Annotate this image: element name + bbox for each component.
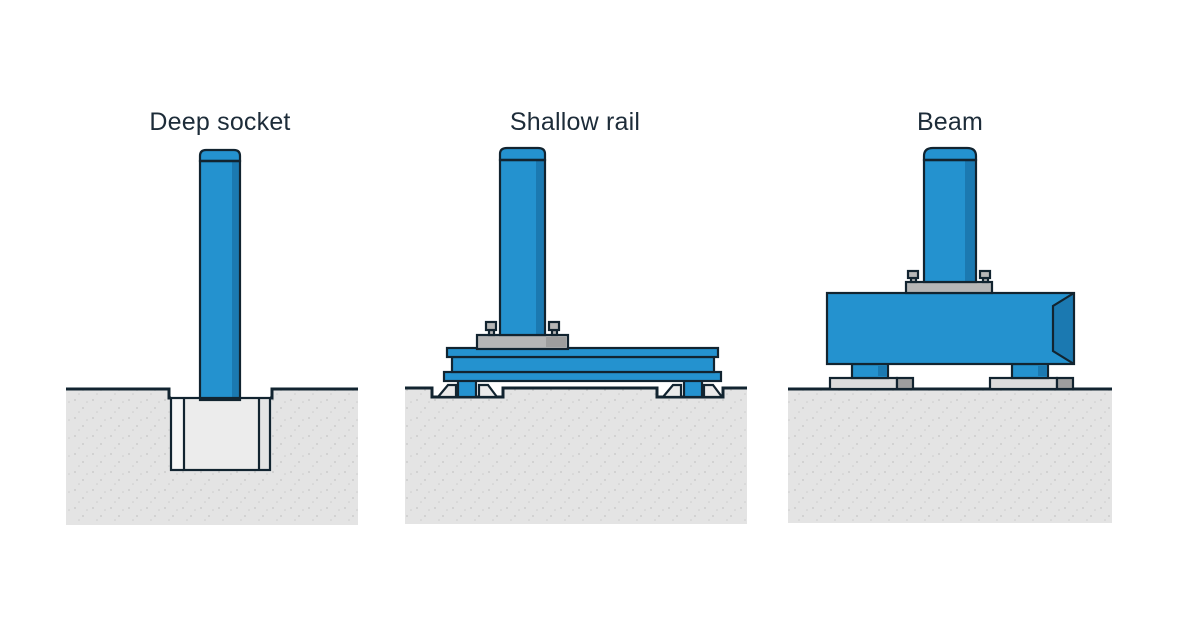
- beam-foot-left: [850, 362, 890, 380]
- anchor-bolt: [906, 269, 920, 284]
- rail-web: [450, 355, 716, 374]
- wedge-anchor: [477, 383, 500, 399]
- diagram-beam: [788, 146, 1112, 523]
- post-outline: [498, 158, 547, 337]
- rail-top-flange: [445, 346, 720, 359]
- diagram-title-deep-socket: Deep socket: [149, 108, 291, 136]
- socket-cavity: [184, 398, 259, 470]
- base-plate-shading: [546, 337, 566, 347]
- wedge-anchor: [660, 383, 683, 399]
- ground-surface-right: [270, 387, 358, 400]
- support-pad-left: [828, 376, 899, 391]
- spacer-block-left: [895, 376, 915, 391]
- spacer-block-right: [1055, 376, 1075, 391]
- wedge-anchor: [702, 383, 725, 399]
- base-plate: [904, 280, 994, 295]
- post-outline: [922, 158, 978, 284]
- anchor-bolt: [978, 269, 992, 284]
- post-shading: [536, 161, 544, 334]
- ground-texture: [788, 389, 1112, 523]
- ground-surface-left: [66, 387, 171, 400]
- support-pad-right: [988, 376, 1059, 391]
- post-cap: [498, 146, 547, 162]
- bollard-post: [922, 146, 978, 284]
- socket-sleeve-left-wall: [171, 398, 184, 470]
- beam-foot-right: [1010, 362, 1050, 380]
- bollard-post: [498, 146, 547, 337]
- bollard-post: [198, 148, 242, 402]
- anchor-bolt: [547, 320, 561, 337]
- post-cap: [198, 148, 242, 163]
- rail-bottom-flange: [442, 370, 723, 383]
- anchor-bolt: [484, 320, 498, 337]
- beam-end-edges: [1051, 292, 1075, 365]
- post-outline: [198, 159, 242, 402]
- ground-surface-contour: [405, 386, 747, 399]
- ground-texture: [405, 388, 747, 524]
- beam-body: [827, 293, 1074, 364]
- ground-texture: [66, 389, 358, 525]
- post-cap: [922, 146, 978, 162]
- diagram-title-shallow-rail: Shallow rail: [509, 108, 641, 136]
- socket-sleeve-outline: [169, 396, 272, 472]
- socket-sleeve-right-wall: [259, 398, 270, 470]
- diagram-shallow-rail: [405, 146, 747, 524]
- beam-end-face: [1053, 293, 1074, 364]
- post-shading: [965, 161, 975, 281]
- wedge-anchor: [435, 383, 458, 399]
- post-shading: [232, 162, 239, 399]
- diagram-title-beam: Beam: [916, 108, 984, 136]
- diagram-deep-socket: [66, 148, 358, 525]
